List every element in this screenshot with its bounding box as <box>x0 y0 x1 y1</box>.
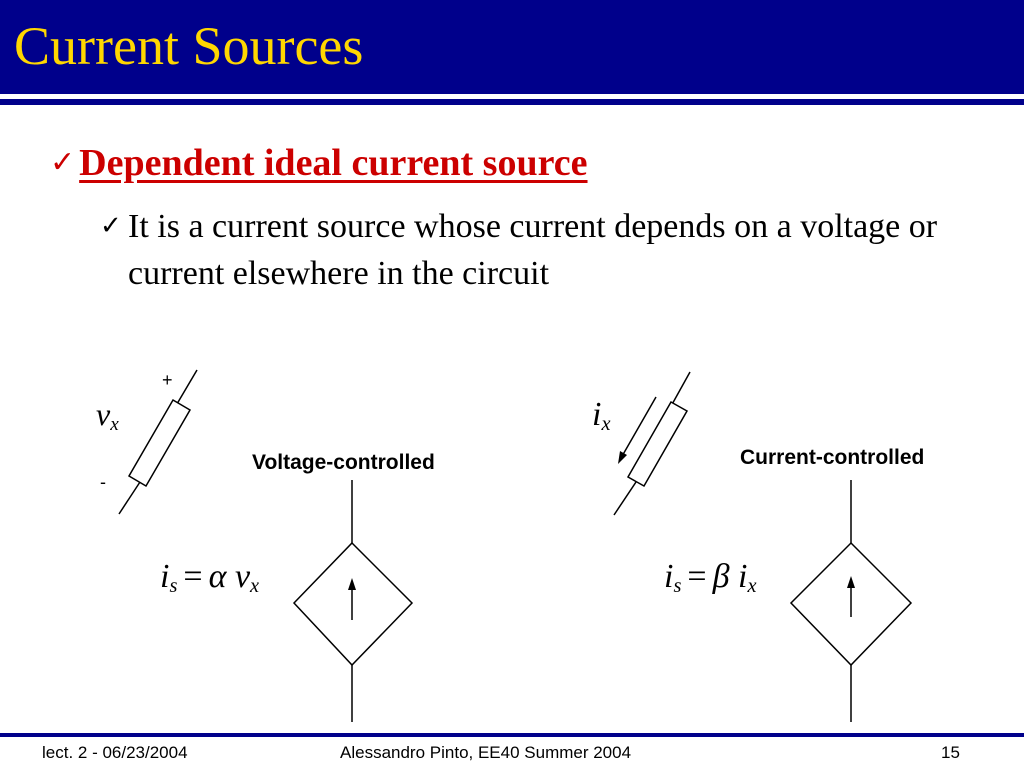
voltage-controlled-equation: is=α vx <box>160 558 260 598</box>
checkmark-icon: ✓ <box>50 145 76 180</box>
bullet-level1-text: Dependent ideal current source <box>79 142 588 184</box>
footer-divider <box>0 733 1024 737</box>
title-bar: Current Sources <box>0 0 1024 94</box>
current-control-element <box>613 371 691 516</box>
bullet-level2-text: It is a current source whose current dep… <box>128 208 938 292</box>
voltage-controlled-label: Voltage-controlled <box>252 451 435 474</box>
voltage-dependent-source <box>292 480 414 722</box>
control-voltage-label: vx <box>96 396 119 435</box>
minus-sign: - <box>100 472 106 492</box>
bullet-level1: ✓Dependent ideal current source <box>50 140 588 186</box>
current-controlled-label: Current-controlled <box>740 446 925 469</box>
control-current-label: ix <box>592 396 611 436</box>
current-controlled-equation: is=β ix <box>664 558 757 598</box>
header-divider <box>0 99 1024 105</box>
checkmark-icon: ✓ <box>100 211 122 241</box>
bullet-level2: ✓ It is a current source whose current d… <box>100 203 980 297</box>
current-dependent-source <box>789 480 913 722</box>
slide-title: Current Sources <box>14 16 364 76</box>
footer-page-number: 15 <box>941 743 960 762</box>
plus-sign: + <box>162 370 173 390</box>
voltage-control-element <box>118 369 198 515</box>
footer-author-course: Alessandro Pinto, EE40 Summer 2004 <box>340 743 632 762</box>
footer-lecture-date: lect. 2 - 06/23/2004 <box>42 743 188 762</box>
